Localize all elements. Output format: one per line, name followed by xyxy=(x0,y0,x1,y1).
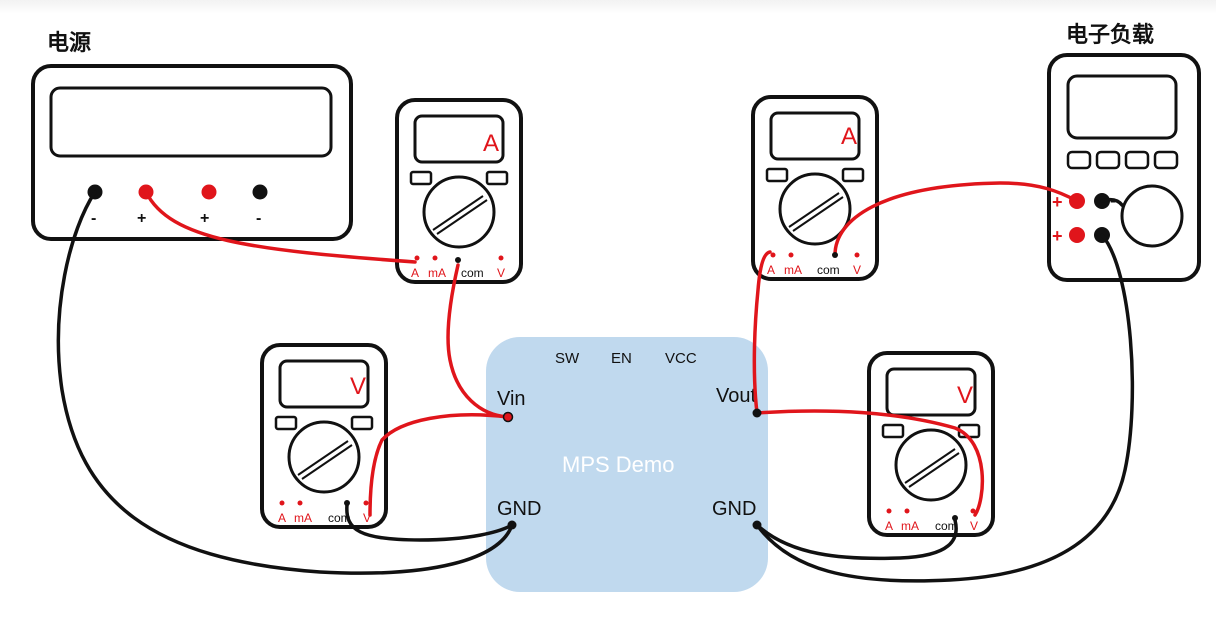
voltmeter-input-unit: V xyxy=(350,373,366,400)
load-plus-2: + xyxy=(1052,226,1063,246)
ammeter-input-jack-v: V xyxy=(497,266,505,280)
pin-vcc: VCC xyxy=(665,350,697,367)
pin-vin: Vin xyxy=(497,388,526,410)
load-knob xyxy=(1120,184,1184,248)
wire-vin-to-voltmeter xyxy=(368,413,510,517)
wire-vout-to-ammeter xyxy=(752,250,772,415)
ammeter-input-jack-com: com xyxy=(461,266,484,280)
supply-terminal-pos-2 xyxy=(201,184,217,200)
ammeter-output-jack-a: A xyxy=(767,263,775,277)
wire-voltmeter-com-to-gnd xyxy=(345,503,514,542)
supply-polarity-3: + xyxy=(200,210,209,227)
pin-vout: Vout xyxy=(716,385,756,407)
demo-board: SW EN VCC Vin Vout GND GND MPS Demo xyxy=(486,337,768,592)
wire-supply-neg-to-gnd xyxy=(56,190,514,575)
pin-sw: SW xyxy=(555,350,580,367)
ammeter-input: A A mA com V xyxy=(395,98,523,284)
power-supply: - + + - xyxy=(31,64,353,241)
ammeter-output-jack-ma: mA xyxy=(784,263,802,277)
voltmeter-output: V A mA com V xyxy=(867,351,995,537)
connection-nodes xyxy=(344,252,958,530)
wire-ammeter-to-load xyxy=(833,181,1079,257)
ammeter-output: A A mA com V xyxy=(751,95,879,281)
supply-terminal-neg-2 xyxy=(252,184,268,200)
ammeter-output-unit: A xyxy=(841,123,857,150)
voltmeter-input-jack-com: com xyxy=(328,511,351,525)
voltmeter-output-unit: V xyxy=(957,382,973,409)
ammeter-output-jack-v: V xyxy=(853,263,861,277)
voltmeter-input-jack-ma: mA xyxy=(294,511,312,525)
voltmeter-output-jack-a: A xyxy=(885,519,893,533)
supply-polarity-4: - xyxy=(256,210,261,227)
power-supply-label: 电源 xyxy=(47,31,91,56)
wire-gnd-to-load-neg xyxy=(755,233,1135,583)
load-plus-1: + xyxy=(1052,192,1063,212)
wire-gnd-to-voltmeter-com xyxy=(755,518,958,561)
voltmeter-output-jack-ma: mA xyxy=(901,519,919,533)
ammeter-input-unit: A xyxy=(483,130,499,157)
wire-load-neg-stub xyxy=(1100,197,1124,207)
voltmeter-input-jack-a: A xyxy=(278,511,286,525)
voltmeter-input: V A mA com V xyxy=(260,343,388,529)
ammeter-input-jack-ma: mA xyxy=(428,266,446,280)
voltmeter-input-jack-v: V xyxy=(363,511,371,525)
voltmeter-output-jack-v: V xyxy=(970,519,978,533)
black-wires xyxy=(56,190,1135,583)
demo-board-label: MPS Demo xyxy=(562,452,674,477)
ammeter-output-jack-com: com xyxy=(817,263,840,277)
electronic-load-label: 电子负载 xyxy=(1066,22,1154,48)
voltmeter-output-jack-com: com xyxy=(935,519,958,533)
electronic-load: + + - xyxy=(1047,53,1201,282)
load-terminal-pos-2 xyxy=(1069,227,1085,243)
pin-gnd-left: GND xyxy=(497,498,541,520)
wire-ammeter-to-vin xyxy=(446,263,510,419)
wire-vout-to-voltmeter xyxy=(755,409,985,517)
ammeter-input-jack-a: A xyxy=(411,266,419,280)
supply-polarity-1: - xyxy=(91,210,96,227)
wire-supply-to-ammeter xyxy=(144,190,417,264)
pin-en: EN xyxy=(611,350,632,367)
pin-gnd-right: GND xyxy=(712,498,756,520)
supply-polarity-2: + xyxy=(137,210,146,227)
red-wires xyxy=(144,181,1079,517)
